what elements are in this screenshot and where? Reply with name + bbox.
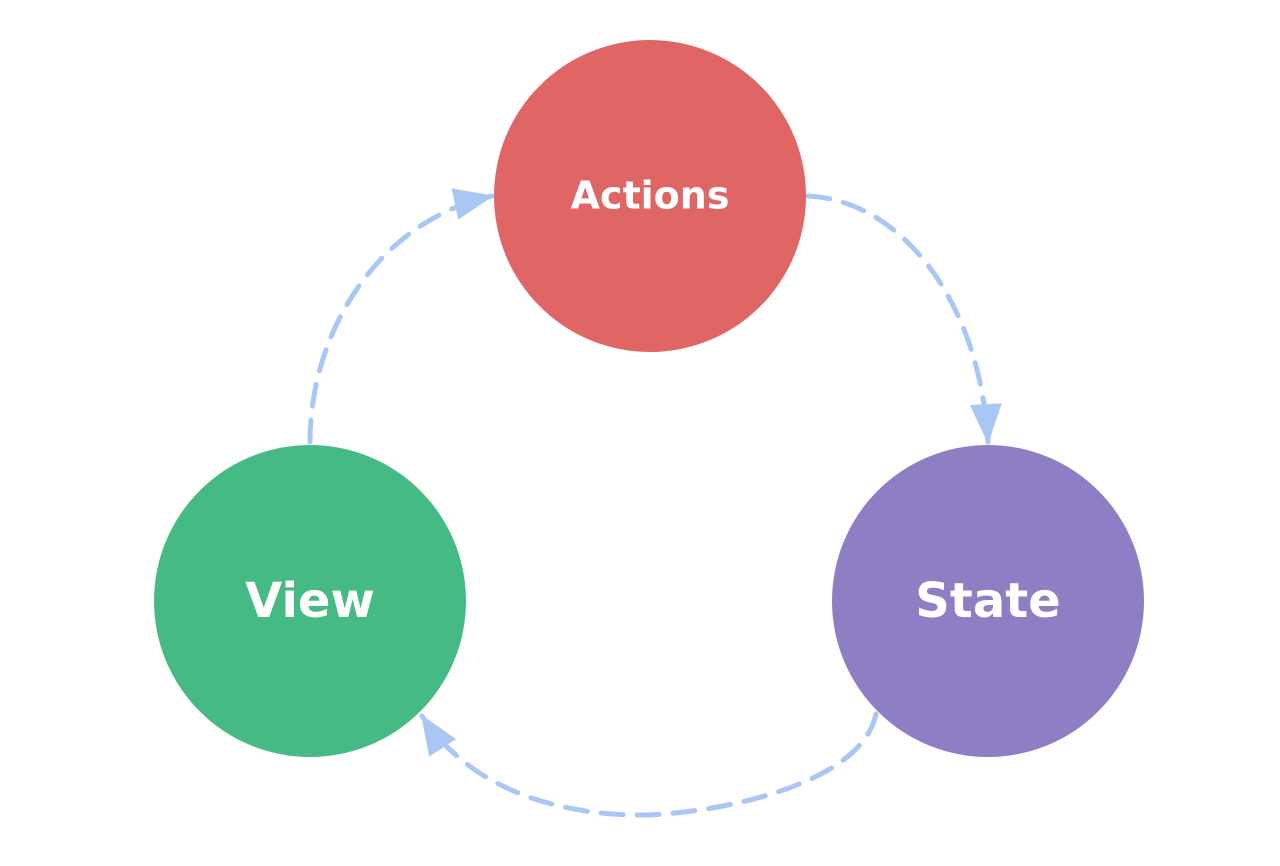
node-view: View [154,445,466,757]
node-state: State [832,445,1144,757]
edge-state-to-view [419,711,879,818]
node-view-label: View [245,573,375,629]
node-state-label: State [915,573,1060,629]
edge-view-to-actions [307,188,495,445]
node-actions-circle [494,40,806,352]
node-actions: Actions [494,40,806,352]
node-view-circle [154,445,466,757]
node-actions-label: Actions [571,174,730,218]
edge-actions-to-state [805,193,1002,445]
node-state-circle [832,445,1144,757]
